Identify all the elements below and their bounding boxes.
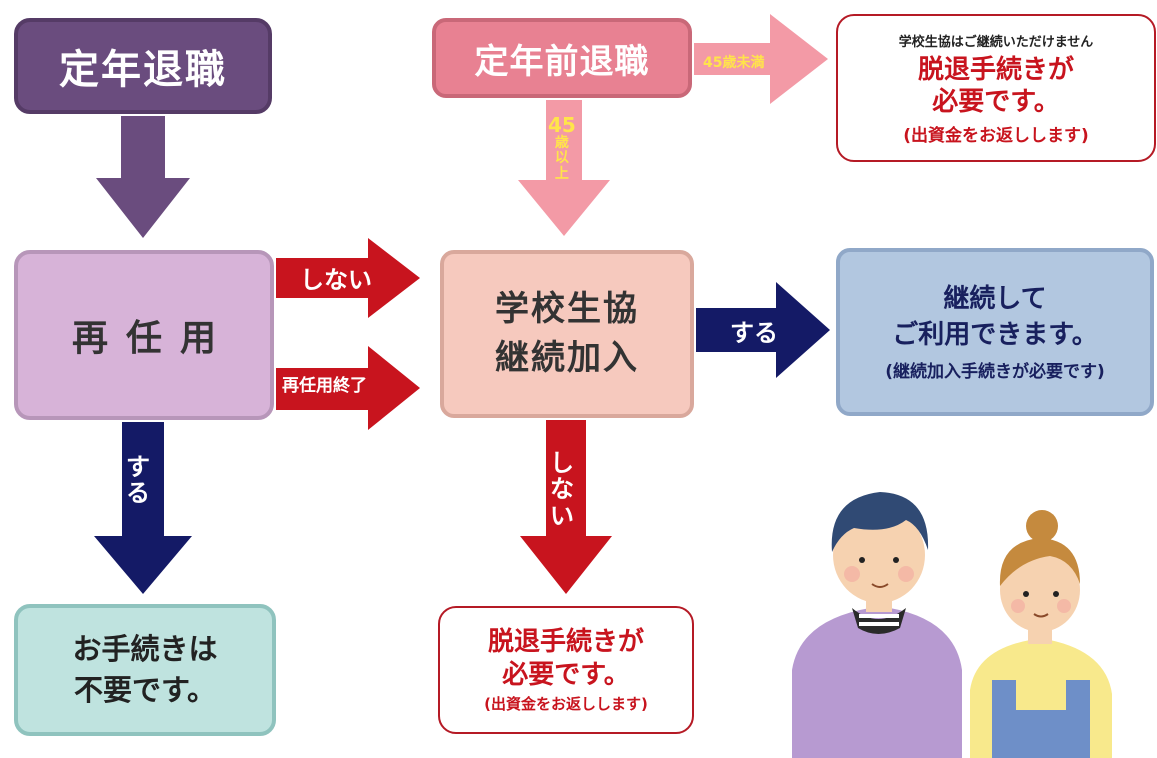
label-over-45-num: 45 <box>548 113 576 137</box>
withdraw-top-line2: 必要です。 <box>932 87 1060 117</box>
right-line1: 継続して <box>943 284 1047 315</box>
box-sainin: 再任用 <box>14 250 274 420</box>
arrow-center-shinai <box>520 420 612 594</box>
label-shinai-right: しない <box>300 266 372 294</box>
label-shinai-v3: い <box>550 501 574 530</box>
arrow-center-suru <box>696 282 830 378</box>
withdraw-top-refund-note: (出資金をお返しします) <box>903 125 1089 146</box>
label-shinai-vertical: し な い <box>550 449 574 530</box>
box-teinen-label: 定年退職 <box>59 47 227 93</box>
bottom-left-line1: お手続きは <box>72 632 218 667</box>
withdraw-top-note: 学校生協はご継続いただけません <box>898 34 1094 50</box>
label-shinai-v2: な <box>550 475 574 504</box>
box-sainin-label: 再任用 <box>71 318 234 359</box>
center-line1: 学校生協 <box>495 288 639 329</box>
right-note: (継続加入手続きが必要です) <box>885 361 1105 382</box>
people-illustration-icon <box>792 492 1112 758</box>
right-line2: ご利用できます。 <box>892 319 1098 350</box>
label-suru-right: する <box>730 319 778 347</box>
box-continue-usage: 継続して ご利用できます。 (継続加入手続きが必要です) <box>836 248 1154 416</box>
bottom-left-line2: 不要です。 <box>73 673 217 707</box>
box-teinen-mae-taishoku: 定年前退職 <box>432 18 692 98</box>
box-continue-membership: 学校生協 継続加入 <box>440 250 694 418</box>
withdraw-bottom-refund-note: (出資金をお返しします) <box>484 695 648 713</box>
label-sainin-end: 再任用終了 <box>282 376 367 396</box>
center-line2: 継続加入 <box>495 338 639 378</box>
box-withdraw-required-top: 学校生協はご継続いただけません 脱退手続きが 必要です。 (出資金をお返しします… <box>836 14 1156 162</box>
box-no-procedure: お手続きは 不要です。 <box>14 604 276 736</box>
man-icon <box>792 492 962 758</box>
box-teinen-taishoku: 定年退職 <box>14 18 272 114</box>
arrow-sainin-end <box>276 346 420 430</box>
woman-icon <box>970 510 1112 758</box>
arrow-teinen-to-sainin <box>96 116 190 238</box>
withdraw-bottom-line1: 脱退手続きが <box>487 627 644 657</box>
label-over-45-c2: 以 <box>554 150 569 167</box>
label-under-45: 45歳未満 <box>703 55 765 71</box>
arrow-sainin-shinai <box>276 238 420 318</box>
arrow-maetai-to-center <box>518 100 610 236</box>
label-suru-v1: す <box>126 453 150 481</box>
label-over-45-c3: 上 <box>554 165 569 182</box>
label-suru-v2: る <box>126 479 150 508</box>
arrow-sainin-suru <box>94 422 192 594</box>
label-over-45: 45 歳 以 上 <box>548 114 576 182</box>
label-shinai-v1: し <box>550 449 574 477</box>
label-over-45-c1: 歳 <box>554 135 569 151</box>
label-suru-vertical: す る <box>126 454 150 507</box>
arrow-maetai-to-withdraw <box>694 14 828 104</box>
withdraw-bottom-line2: 必要です。 <box>502 659 630 690</box>
box-withdraw-required-bottom: 脱退手続きが 必要です。 (出資金をお返しします) <box>438 606 694 734</box>
withdraw-top-line1: 脱退手続きが <box>917 54 1074 85</box>
box-teinen-mae-label: 定年前退職 <box>474 41 650 82</box>
